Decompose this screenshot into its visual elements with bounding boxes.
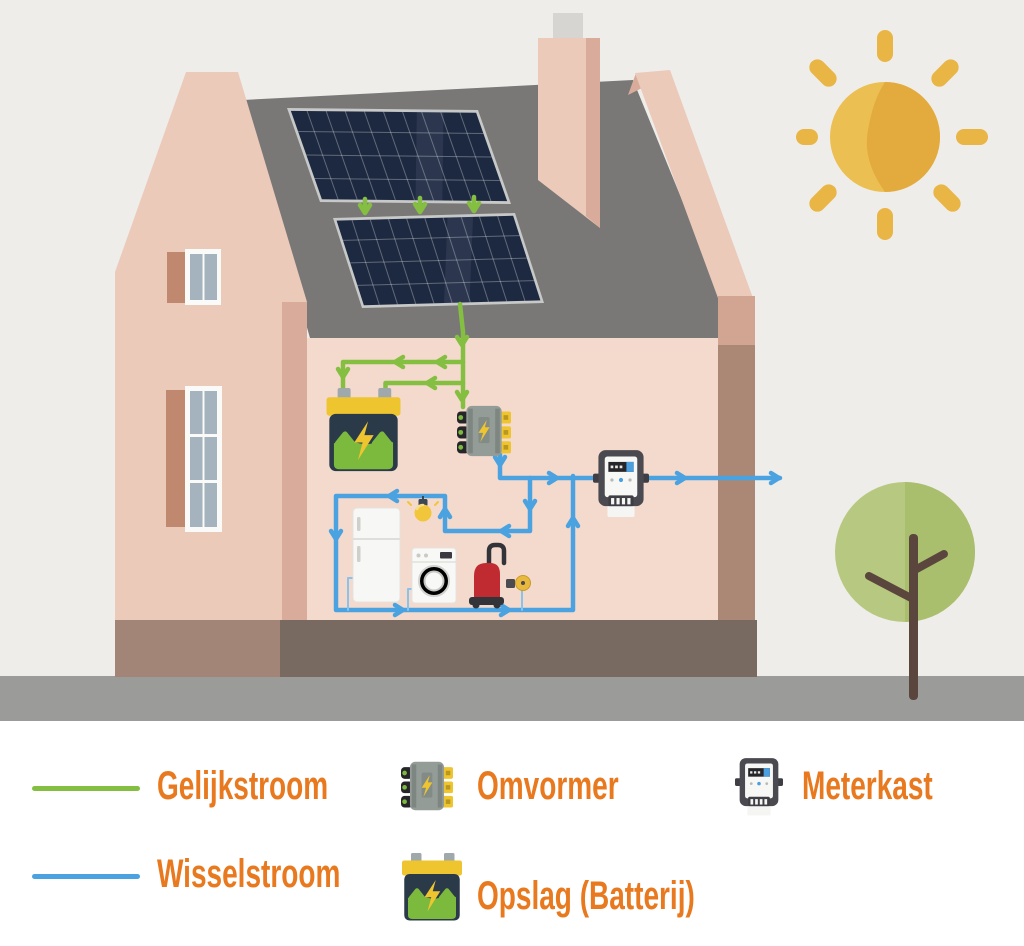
tree-trunk xyxy=(909,534,918,700)
tree-icon xyxy=(835,482,975,700)
solar-panel-grid xyxy=(337,216,541,305)
appliance-cords xyxy=(347,577,523,611)
dc-line-swatch xyxy=(32,786,140,791)
fridge-icon xyxy=(352,507,401,603)
sun-ray-n xyxy=(877,30,893,62)
vacuum-icon xyxy=(469,542,507,609)
sun-icon xyxy=(796,30,988,240)
legend-label-meterkast: Meterkast xyxy=(802,764,933,808)
sun-ray-se xyxy=(933,184,961,212)
left-gable-wall xyxy=(115,72,307,620)
legend-label-opslag: Opslag (Batterij) xyxy=(477,874,695,918)
sun-ray-w xyxy=(796,129,818,145)
right-gable-edge xyxy=(628,70,755,345)
gable-corner-shadow xyxy=(282,302,307,620)
legend-label-wisselstroom: Wisselstroom xyxy=(157,852,341,896)
dc-wire xyxy=(338,194,479,410)
legend-label-omvormer: Omvormer xyxy=(477,764,619,808)
legend-background xyxy=(0,721,1024,946)
sun-ray-sw xyxy=(809,184,837,212)
chimney-cap xyxy=(553,13,583,40)
foundation-left xyxy=(115,620,280,677)
attic-window xyxy=(167,249,221,305)
inverter-icon xyxy=(401,761,453,811)
solar-panel-2 xyxy=(333,213,544,308)
sun-ray-ne xyxy=(931,59,959,87)
house xyxy=(115,13,757,677)
inverter-icon xyxy=(457,405,511,457)
washing-machine-icon xyxy=(411,547,457,604)
main-window xyxy=(166,386,222,532)
solar-panel-grid xyxy=(291,111,507,201)
light-bulb-icon xyxy=(407,496,439,522)
wall-outlet-icon xyxy=(506,575,531,591)
legend-label-gelijkstroom: Gelijkstroom xyxy=(157,764,329,808)
battery-icon xyxy=(402,853,462,921)
foundation-right xyxy=(280,620,757,677)
ac-line-swatch xyxy=(32,874,140,879)
ac-wire xyxy=(331,447,783,615)
ground-strip xyxy=(0,676,1024,721)
sun-ray-nw xyxy=(809,59,837,87)
sun-ray-s xyxy=(877,208,893,240)
sun-ray-e xyxy=(956,129,988,145)
battery-icon xyxy=(327,388,401,471)
chimney xyxy=(538,13,600,228)
solar-panel-1 xyxy=(287,108,511,204)
